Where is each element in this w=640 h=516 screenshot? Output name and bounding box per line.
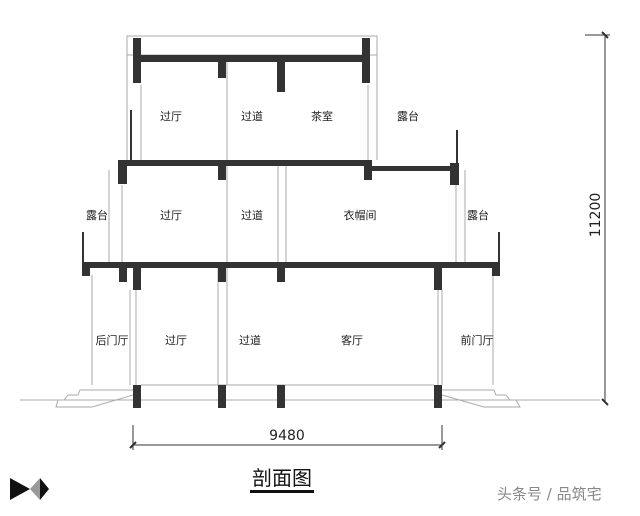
room-label: 后门厅 <box>96 333 129 347</box>
room-label: 过道 <box>239 333 261 347</box>
drawing-title: 剖面图 <box>250 466 314 493</box>
height-dimension: 11200 <box>588 193 604 238</box>
room-label: 茶室 <box>311 109 333 123</box>
room-label: 露台 <box>397 109 419 123</box>
dimension-lines <box>129 31 610 450</box>
room-label: 过道 <box>241 109 263 123</box>
room-label: 前门厅 <box>461 333 494 347</box>
logo-icon <box>10 478 49 500</box>
room-label: 露台 <box>86 208 108 222</box>
watermark: 头条号 / 品筑宅 <box>497 485 602 503</box>
room-label: 过道 <box>241 208 263 222</box>
room-label: 过厅 <box>165 334 187 347</box>
outline-lines <box>20 35 600 408</box>
room-label: 露台 <box>467 208 489 222</box>
structure <box>82 38 500 408</box>
room-labels: 过厅 过道 茶室 露台 露台 过厅 过道 衣帽间 露台 后门厅 过厅 过道 客厅… <box>86 109 494 347</box>
room-label: 过厅 <box>160 110 182 123</box>
room-label: 衣帽间 <box>344 208 377 222</box>
width-dimension: 9480 <box>269 428 305 444</box>
room-label: 客厅 <box>341 333 363 347</box>
room-label: 过厅 <box>160 209 182 222</box>
